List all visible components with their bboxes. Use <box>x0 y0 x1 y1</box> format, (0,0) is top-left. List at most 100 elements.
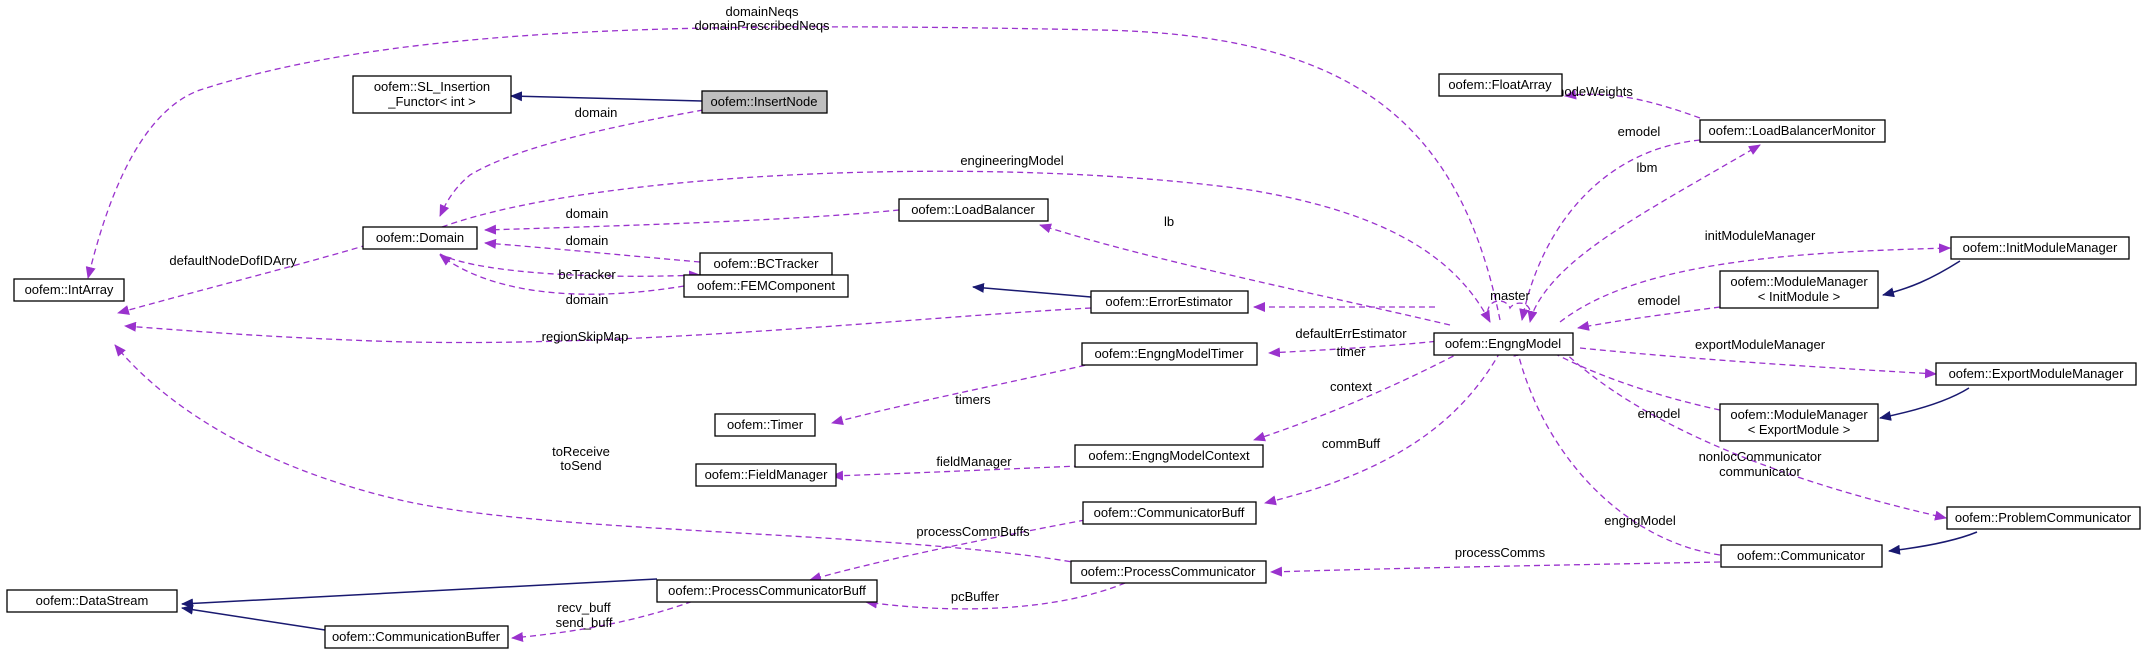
node-modulemanager-init[interactable]: oofem::ModuleManager< InitModule > <box>1719 270 1879 309</box>
edge-label-processcomms: processComms <box>1455 545 1546 560</box>
svg-text:oofem::InsertNode: oofem::InsertNode <box>711 94 818 109</box>
edge-label-context: context <box>1330 379 1372 394</box>
node-domain[interactable]: oofem::Domain <box>362 226 478 250</box>
node-problemcommunicator[interactable]: oofem::ProblemCommunicator <box>1946 506 2141 530</box>
edge-communicationbuffer-to-datastream <box>181 604 326 631</box>
edge-label-engngmodel: engngModel <box>1604 513 1676 528</box>
edge-label-engineeringmodel: engineeringModel <box>960 153 1063 168</box>
node-datastream[interactable]: oofem::DataStream <box>6 589 178 613</box>
edges <box>85 26 1978 642</box>
svg-text:oofem::EngngModel: oofem::EngngModel <box>1445 336 1561 351</box>
edge-label-init-emodel: emodel <box>1638 293 1681 308</box>
svg-text:oofem::CommunicatorBuff: oofem::CommunicatorBuff <box>1094 505 1245 520</box>
svg-text:oofem::ErrorEstimator: oofem::ErrorEstimator <box>1105 294 1233 309</box>
edge-label-regionskipmap: regionSkipMap <box>542 329 629 344</box>
node-processcommunicator[interactable]: oofem::ProcessCommunicator <box>1070 560 1267 584</box>
svg-text:oofem::ProcessCommunicatorBuff: oofem::ProcessCommunicatorBuff <box>668 583 866 598</box>
edge-label-commbuff: commBuff <box>1322 436 1381 451</box>
node-femcomponent[interactable]: oofem::FEMComponent <box>683 274 849 298</box>
svg-text:oofem::Timer: oofem::Timer <box>727 417 804 432</box>
edge-problemcommunicator-to-communicator <box>1888 531 1978 555</box>
node-errorestimator[interactable]: oofem::ErrorEstimator <box>1090 290 1249 314</box>
edge-label-master: master <box>1490 288 1530 303</box>
edge-communicator-to-engngmodel <box>1513 344 1721 556</box>
node-sl-insertion-functor[interactable]: oofem::SL_Insertion_Functor< int > <box>352 75 512 114</box>
node-modulemanager-export[interactable]: oofem::ModuleManager< ExportModule > <box>1719 403 1879 442</box>
edge-label-lb: lb <box>1164 214 1174 229</box>
node-processcommunicatorbuff[interactable]: oofem::ProcessCommunicatorBuff <box>656 579 878 603</box>
node-engngmodelcontext[interactable]: oofem::EngngModelContext <box>1074 444 1264 468</box>
edge-modulemanager-init-to-engngmodel <box>1577 306 1721 331</box>
node-insertnode[interactable]: oofem::InsertNode <box>701 90 828 114</box>
edge-label-lbm: lbm <box>1637 160 1658 175</box>
edge-label-lb-domain: domain <box>566 206 609 221</box>
svg-text:oofem::ModuleManager< ExportMo: oofem::ModuleManager< ExportModule > <box>1730 407 1868 437</box>
svg-text:oofem::LoadBalancerMonitor: oofem::LoadBalancerMonitor <box>1709 123 1877 138</box>
edge-communicatorbuff-to-processcommunicatorbuff <box>809 519 1086 582</box>
edge-exportmodulemanager-to-modulemanager <box>1879 387 1970 421</box>
node-bctracker[interactable]: oofem::BCTracker <box>699 252 833 276</box>
edge-label-defaulterrestimator: defaultErrEstimator <box>1295 326 1407 341</box>
edge-insertnode-to-sl-insertion <box>510 91 703 102</box>
edge-loadbalancermonitor-to-floatarray <box>1564 89 1701 119</box>
edge-processcommunicator-to-processcommunicatorbuff <box>865 582 1126 610</box>
edge-label-timers: timers <box>955 392 991 407</box>
edge-engngmodel-to-communicatorbuff <box>1264 342 1506 506</box>
node-exportmodulemanager[interactable]: oofem::ExportModuleManager <box>1935 362 2137 386</box>
svg-text:oofem::ModuleManager< InitModu: oofem::ModuleManager< InitModule > <box>1730 274 1868 304</box>
edge-label-bc-domain: domain <box>566 233 609 248</box>
edge-engngmodel-self-master <box>1487 300 1538 323</box>
edge-loadbalancer-to-domain <box>484 209 900 235</box>
svg-text:oofem::EngngModelContext: oofem::EngngModelContext <box>1088 448 1250 463</box>
node-loadbalancer[interactable]: oofem::LoadBalancer <box>898 198 1049 222</box>
node-intarray[interactable]: oofem::IntArray <box>13 278 125 302</box>
node-initmodulemanager[interactable]: oofem::InitModuleManager <box>1950 236 2130 260</box>
svg-text:oofem::FieldManager: oofem::FieldManager <box>705 467 829 482</box>
edge-label-insert-domain: domain <box>575 105 618 120</box>
node-loadbalancermonitor[interactable]: oofem::LoadBalancerMonitor <box>1699 119 1886 143</box>
node-engngmodeltimer[interactable]: oofem::EngngModelTimer <box>1081 342 1258 366</box>
svg-text:oofem::FEMComponent: oofem::FEMComponent <box>697 278 835 293</box>
svg-text:oofem::LoadBalancer: oofem::LoadBalancer <box>911 202 1035 217</box>
node-timer[interactable]: oofem::Timer <box>714 413 816 437</box>
edge-label-defaultnodedofidarry: defaultNodeDofIDArry <box>169 253 297 268</box>
edge-errorestimator-to-intarray <box>124 307 1092 344</box>
edge-insertnode-to-domain <box>439 109 704 217</box>
svg-text:oofem::SL_Insertion_Functor< i: oofem::SL_Insertion_Functor< int > <box>374 79 490 109</box>
edge-engngmodel-to-loadbalancermonitor <box>1529 144 1761 321</box>
edge-engngmodeltimer-to-timer <box>831 362 1096 426</box>
node-communicator[interactable]: oofem::Communicator <box>1720 544 1883 568</box>
edge-label-exportmodulemanager: exportModuleManager <box>1695 337 1826 352</box>
node-floatarray[interactable]: oofem::FloatArray <box>1438 73 1563 97</box>
node-communicationbuffer[interactable]: oofem::CommunicationBuffer <box>324 625 509 649</box>
edge-label-pcbuffer: pcBuffer <box>951 589 1000 604</box>
edge-label-bctracker: bcTracker <box>558 267 616 282</box>
svg-text:oofem::CommunicationBuffer: oofem::CommunicationBuffer <box>332 629 501 644</box>
svg-text:oofem::FloatArray: oofem::FloatArray <box>1448 77 1552 92</box>
edge-engngmodel-to-initmodulemanager <box>1559 243 1951 323</box>
edge-engngmodel-to-loadbalancer <box>1039 223 1451 326</box>
node-communicatorbuff[interactable]: oofem::CommunicatorBuff <box>1082 501 1257 525</box>
svg-text:oofem::ProcessCommunicator: oofem::ProcessCommunicator <box>1081 564 1257 579</box>
node-engngmodel[interactable]: oofem::EngngModel <box>1433 332 1574 356</box>
edge-label-fem-domain: domain <box>566 292 609 307</box>
svg-text:oofem::DataStream: oofem::DataStream <box>36 593 149 608</box>
edge-label-timer: timer <box>1337 344 1367 359</box>
node-fieldmanager[interactable]: oofem::FieldManager <box>695 463 837 487</box>
edge-engngmodel-to-problemcommunicator <box>1554 342 1947 521</box>
edge-engngmodelcontext-to-fieldmanager <box>831 465 1081 481</box>
svg-text:oofem::Domain: oofem::Domain <box>376 230 464 245</box>
edge-domain-to-bctracker <box>439 253 701 281</box>
edge-label-lbm-emodel: emodel <box>1618 124 1661 139</box>
edge-label-export-emodel: emodel <box>1638 406 1681 421</box>
edge-errorestimator-to-femcomponent <box>972 282 1092 298</box>
edge-label-processcommbuffs: processCommBuffs <box>916 524 1030 539</box>
svg-text:oofem::Communicator: oofem::Communicator <box>1737 548 1866 563</box>
svg-text:oofem::ExportModuleManager: oofem::ExportModuleManager <box>1949 366 2125 381</box>
edge-label-nodeweights: nodeWeights <box>1557 84 1633 99</box>
